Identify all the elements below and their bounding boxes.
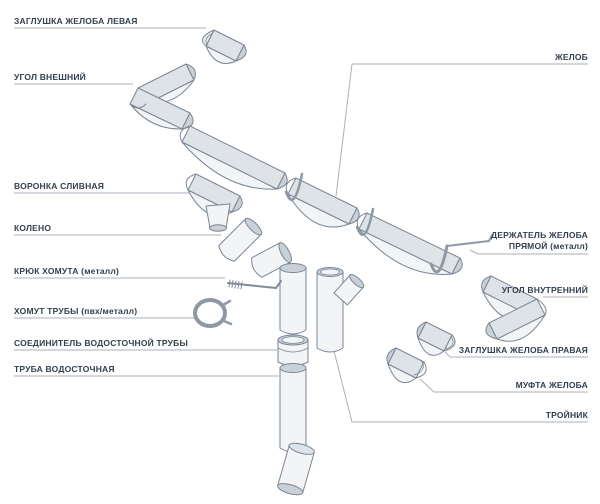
elbow-mouth: [278, 242, 292, 263]
gutter-strap: [355, 207, 375, 237]
label-pipe-clamp: ХОМУТ ТРУБЫ (пвх/металл): [14, 306, 138, 316]
pipe-mouth: [279, 263, 307, 273]
leader-gutter-bracket: [469, 249, 588, 255]
tee-branch-mouth: [349, 274, 365, 289]
corner-opening: [481, 275, 492, 293]
pipe-body: [279, 267, 307, 335]
bracket-strap: [429, 244, 449, 274]
part-elbow: [218, 217, 263, 262]
leader-tee: [333, 350, 588, 423]
cap-stub-opening: [235, 44, 247, 62]
connector-ridge: [277, 347, 309, 353]
part-downpipe-connector: [277, 334, 309, 367]
corner-vertex-arc: [536, 298, 547, 316]
label-downpipe: ТРУБА ВОДОСТОЧНАЯ: [14, 364, 115, 374]
bracket-tail: [446, 234, 493, 247]
part-pipe-clamp: [193, 298, 233, 328]
elbow-mouth: [244, 217, 263, 236]
coupling-end-arc: [415, 361, 427, 379]
funnel-opening: [231, 195, 243, 213]
pipe-mouth: [279, 363, 307, 373]
gutter-opening: [451, 257, 463, 275]
hook-thread: [228, 279, 243, 290]
part-gutter-coupling: [386, 347, 427, 384]
gutter-opening: [276, 172, 288, 190]
label-gutter-end-cap-right: ЗАГЛУШКА ЖЕЛОБА ПРАВАЯ: [458, 345, 588, 355]
connector-socket: [281, 336, 305, 344]
part-outlet-elbow: [277, 442, 315, 496]
part-gutter-end-cap-left: [201, 29, 247, 64]
gutter-underside: [287, 193, 350, 228]
label-corner-external: УГОЛ ВНЕШНИЙ: [14, 72, 86, 82]
label-elbow: КОЛЕНО: [14, 223, 52, 233]
funnel-outlet-mouth: [209, 224, 227, 232]
leader-gutter: [335, 63, 588, 197]
corner-opening: [181, 112, 194, 130]
label-funnel: ВОРОНКА СЛИВНАЯ: [14, 181, 105, 191]
part-corner-external: [129, 63, 196, 130]
corner-opening: [485, 322, 498, 340]
coupling-opening: [386, 347, 397, 365]
leader-lines: [14, 27, 588, 423]
label-downpipe-connector: СОЕДИНИТЕЛЬ ВОДОСТОЧНОЙ ТРУБЫ: [14, 338, 188, 348]
elbow-top: [288, 442, 315, 455]
cap-rim: [205, 32, 214, 46]
label-clamp-hook: КРЮК ХОМУТА (металл): [14, 266, 120, 276]
label-gutter-coupling: МУФТА ЖЕЛОБА: [515, 380, 588, 390]
part-gutter-bracket-metal: [429, 234, 493, 274]
tee-socket: [320, 268, 340, 276]
label-gutter-end-cap-left: ЗАГЛУШКА ЖЕЛОБА ЛЕВАЯ: [14, 16, 138, 26]
part-funnel: [185, 173, 243, 232]
gutter-strap: [284, 172, 304, 202]
part-corner-internal: [481, 275, 547, 342]
funnel-end-arc: [185, 173, 197, 191]
part-elbow-lower: [251, 242, 292, 278]
cap-stub-opening: [416, 321, 427, 339]
leader-gutter-coupling: [419, 378, 588, 393]
label-tee: ТРОЙНИК: [545, 410, 588, 420]
part-downpipe-upper: [279, 263, 307, 335]
tee-body: [316, 271, 344, 353]
label-gutter: ЖЕЛОБ: [554, 52, 588, 62]
part-gutter-run: [179, 125, 463, 275]
coupling-rim: [413, 359, 424, 376]
clamp-band: [193, 298, 227, 328]
part-gutter-end-cap-right: [416, 321, 456, 356]
gutter-end-arc: [179, 125, 191, 143]
clamp-tabs: [221, 299, 233, 326]
label-gutter-bracket: ДЕРЖАТЕЛЬ ЖЕЛОБА ПРЯМОЙ (металл): [490, 230, 588, 251]
hook-rod: [227, 280, 282, 289]
label-corner-internal: УГОЛ ВНУТРЕННИЙ: [501, 285, 588, 295]
corner-vertex-arc: [129, 103, 147, 109]
tee-branch: [333, 274, 365, 306]
corner-opening: [185, 63, 196, 81]
part-downpipe: [279, 363, 307, 453]
parts: [129, 29, 547, 496]
part-clamp-hook: [227, 279, 282, 290]
leader-gutter-end-cap-right: [444, 351, 588, 358]
elbow-mouth: [277, 483, 304, 496]
cap-rim: [445, 336, 454, 350]
part-tee: [316, 267, 365, 353]
pipe-body: [279, 367, 307, 453]
